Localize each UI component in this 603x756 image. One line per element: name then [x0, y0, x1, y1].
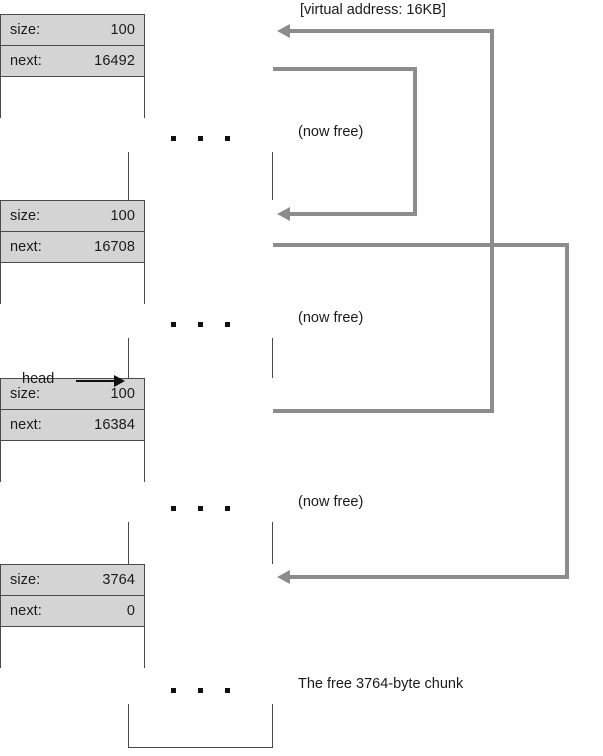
chunk-16384-next-row: next: 16492: [0, 45, 145, 77]
chunk-16492-body: [0, 262, 145, 304]
chunk-16492-next-row: next: 16708: [0, 231, 145, 263]
next-label: next:: [10, 53, 42, 69]
chunk-16384-body: [0, 76, 145, 118]
chunk-16492-ellipsis: [128, 313, 273, 335]
head-pointer-arrowhead: [114, 375, 125, 387]
chunk-16492-body-lower: [128, 338, 273, 378]
size-value: 100: [110, 22, 135, 38]
wire-16384-segment-horizontal-in: [290, 29, 494, 33]
memory-chunk-free-tail: size: 3764 next: 0: [0, 564, 145, 668]
chunk-16384-ellipsis: [128, 127, 273, 149]
ellipsis-dot: [171, 321, 176, 327]
ellipsis-dot: [198, 687, 203, 693]
next-value: 16708: [94, 239, 135, 255]
chunk-16708-next-row: next: 16384: [0, 409, 145, 441]
wire-16492-segment-horizontal-in: [290, 212, 417, 216]
chunk-16708-body: [0, 440, 145, 482]
size-label: size:: [10, 22, 41, 38]
chunk-16492-now-free-note: (now free): [298, 310, 364, 326]
free-tail-body-lower: [128, 704, 273, 748]
next-label: next:: [10, 239, 42, 255]
free-tail-size-row: size: 3764: [0, 564, 145, 596]
ellipsis-dot: [198, 321, 203, 327]
size-label: size:: [10, 386, 41, 402]
chunk-16384-body-lower: [128, 152, 273, 200]
next-value: 16384: [94, 417, 135, 433]
memory-chunk-16708: size: 100 next: 16384: [0, 378, 145, 482]
size-value: 100: [110, 208, 135, 224]
wire-16384-segment-horizontal-out: [273, 409, 494, 413]
ellipsis-dot: [171, 135, 176, 141]
next-value: 16492: [94, 53, 135, 69]
size-label: size:: [10, 208, 41, 224]
head-pointer-label: head: [22, 371, 55, 387]
memory-chunk-16384: size: 100 next: 16492: [0, 14, 145, 118]
free-tail-body: [0, 626, 145, 668]
wire-16384-arrowhead: [277, 24, 290, 38]
wire-16384-segment-vertical: [490, 29, 494, 411]
wire-16492-segment-vertical: [413, 67, 417, 216]
size-value: 3764: [102, 572, 135, 588]
ellipsis-dot: [171, 505, 176, 511]
next-label: next:: [10, 417, 42, 433]
ellipsis-dot: [171, 687, 176, 693]
ellipsis-dot: [225, 505, 230, 511]
ellipsis-dot: [225, 135, 230, 141]
memory-chunk-16492: size: 100 next: 16708: [0, 200, 145, 304]
ellipsis-dot: [198, 505, 203, 511]
chunk-16708-now-free-note: (now free): [298, 494, 364, 510]
head-pointer-line: [76, 380, 116, 382]
chunk-16708-ellipsis: [128, 497, 273, 519]
chunk-16384-size-row: size: 100: [0, 14, 145, 46]
free-tail-ellipsis: [128, 679, 273, 701]
free-chunk-note: The free 3764-byte chunk: [298, 676, 464, 692]
wire-16708-arrowhead: [277, 570, 290, 584]
wire-16492-segment-horizontal-out: [273, 67, 417, 71]
ellipsis-dot: [198, 135, 203, 141]
wire-16708-segment-vertical: [565, 243, 569, 577]
chunk-16708-body-lower: [128, 522, 273, 564]
wire-16492-arrowhead: [277, 207, 290, 221]
free-tail-next-row: next: 0: [0, 595, 145, 627]
next-value: 0: [126, 603, 135, 619]
next-label: next:: [10, 603, 42, 619]
size-value: 100: [110, 386, 135, 402]
chunk-16384-now-free-note: (now free): [298, 124, 364, 140]
chunk-16492-size-row: size: 100: [0, 200, 145, 232]
ellipsis-dot: [225, 687, 230, 693]
wire-16708-segment-horizontal-out: [273, 243, 569, 247]
wire-16708-segment-horizontal-in: [290, 575, 569, 579]
virtual-address-annotation: [virtual address: 16KB]: [300, 2, 446, 18]
size-label: size:: [10, 572, 41, 588]
ellipsis-dot: [225, 321, 230, 327]
